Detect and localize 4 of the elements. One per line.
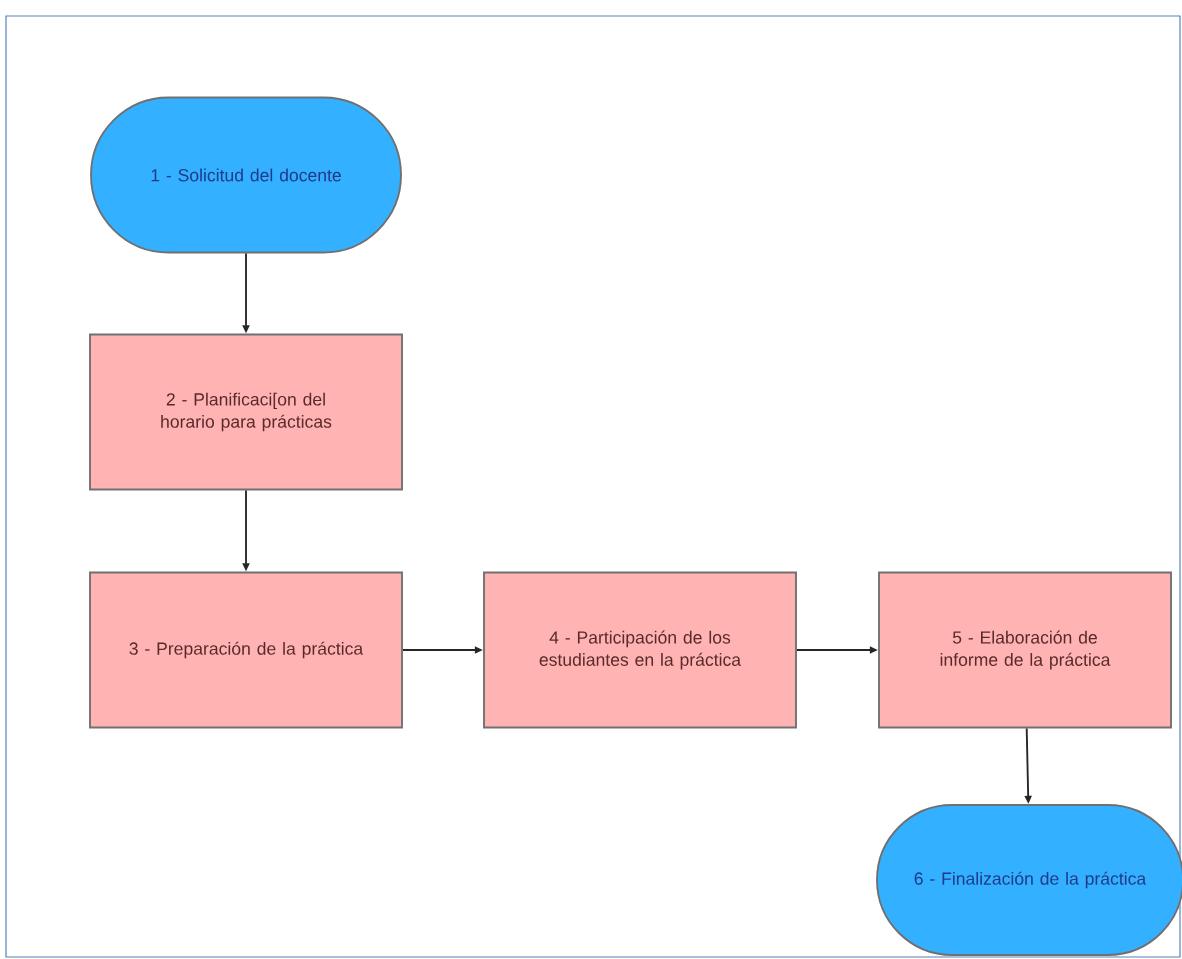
process-box: 4 - Participación de los estudiantes en la práctica	[483, 571, 797, 729]
process-box: 5 - Elaboración de informe de la práctica	[878, 571, 1172, 729]
process-box: 2 - Planificaci[on del horario para prácticas	[89, 333, 403, 491]
process-box: 3 - Preparación de la práctica	[89, 571, 403, 729]
